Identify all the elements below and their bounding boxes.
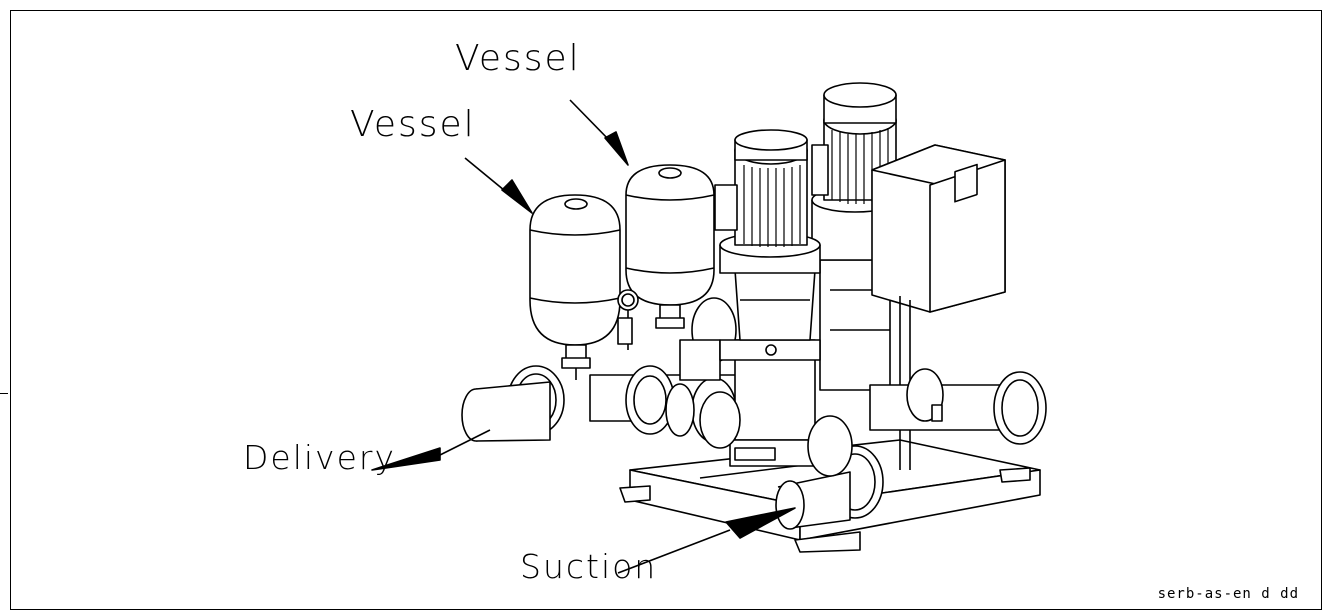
pump-front [714, 129, 821, 467]
margin-tick [0, 393, 8, 394]
arrow-vessel-left [464, 157, 533, 214]
control-panel [871, 144, 1006, 470]
pressure-vessel-left [529, 194, 621, 380]
arrow-vessel-top [569, 99, 629, 166]
pump-rear [811, 82, 899, 391]
delivery-label: Delivery [243, 438, 396, 477]
suction-manifold [699, 368, 1047, 530]
leader-arrows [371, 99, 796, 574]
pressure-vessel-right [617, 164, 715, 350]
drawing-code: serb-as-en d dd [1157, 586, 1299, 602]
vessel-label-top: Vessel [455, 38, 581, 79]
vessel-label-left: Vessel [350, 104, 476, 145]
delivery-manifold [461, 297, 771, 443]
arrow-suction [617, 507, 796, 574]
arrow-delivery [371, 429, 491, 471]
suction-label: Suction [520, 547, 658, 586]
